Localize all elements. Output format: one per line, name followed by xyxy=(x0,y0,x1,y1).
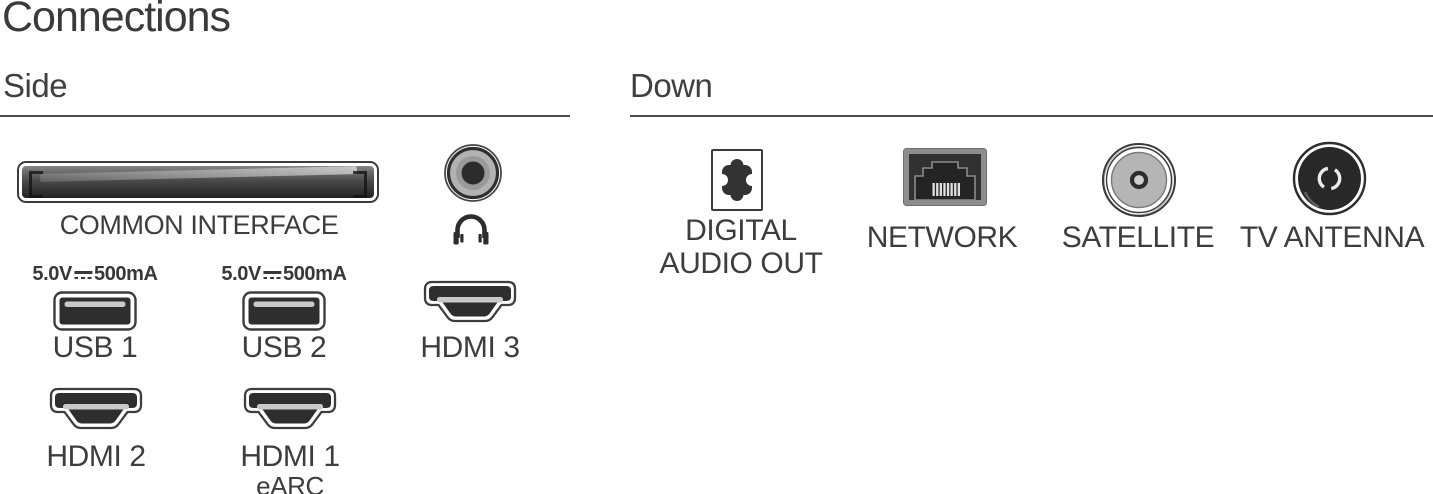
headphones-icon xyxy=(453,214,489,245)
hdmi-port-icon xyxy=(49,387,143,430)
network-label: NETWORK xyxy=(866,221,1018,254)
usb2-label: USB 2 xyxy=(241,331,327,364)
digital-audio-out-label-line1: DIGITAL xyxy=(685,214,797,247)
down-section-heading: Down xyxy=(630,67,713,104)
usb-port-icon xyxy=(53,291,137,331)
down-section-rule xyxy=(630,115,1433,117)
usb2-power-spec: 5.0V 500mA xyxy=(221,263,347,286)
slot-bracket-left xyxy=(29,171,43,198)
usb-port-icon xyxy=(242,291,326,331)
usb1-voltage: 5.0V xyxy=(32,263,72,285)
usb1-label: USB 1 xyxy=(52,331,138,364)
digital-audio-out-label-line2: AUDIO OUT xyxy=(659,247,823,280)
hdmi-port-icon xyxy=(243,387,337,430)
usb1-current: 500mA xyxy=(93,263,158,285)
side-section-rule xyxy=(0,115,570,117)
hdmi1-label: HDMI 1 xyxy=(240,440,340,473)
hdmi2-label: HDMI 2 xyxy=(46,440,146,473)
hdmi1-earc-label: eARC xyxy=(256,471,324,494)
side-section-heading: Side xyxy=(3,67,68,104)
ethernet-port-icon xyxy=(903,148,987,206)
optical-audio-icon xyxy=(711,149,763,211)
hdmi3-label: HDMI 3 xyxy=(420,331,520,364)
satellite-label: SATELLITE xyxy=(1061,221,1215,254)
satellite-connector-icon xyxy=(1102,143,1176,217)
headphone-jack-icon xyxy=(444,144,502,202)
slot-bracket-right xyxy=(353,171,367,198)
common-interface-slot-opening xyxy=(22,166,374,198)
toslink-opening xyxy=(716,159,758,201)
hdmi-port-icon xyxy=(423,280,517,323)
common-interface-label: COMMON INTERFACE xyxy=(59,210,339,240)
common-interface-slot-icon xyxy=(17,161,379,203)
usb2-voltage: 5.0V xyxy=(221,263,261,285)
tv-antenna-label: TV ANTENNA xyxy=(1239,221,1425,254)
dc-symbol-icon xyxy=(73,270,92,283)
antenna-connector-icon xyxy=(1292,141,1367,216)
dc-symbol-icon xyxy=(262,270,281,283)
usb2-current: 500mA xyxy=(282,263,347,285)
page-title: Connections xyxy=(2,0,231,41)
usb1-power-spec: 5.0V 500mA xyxy=(32,263,158,286)
